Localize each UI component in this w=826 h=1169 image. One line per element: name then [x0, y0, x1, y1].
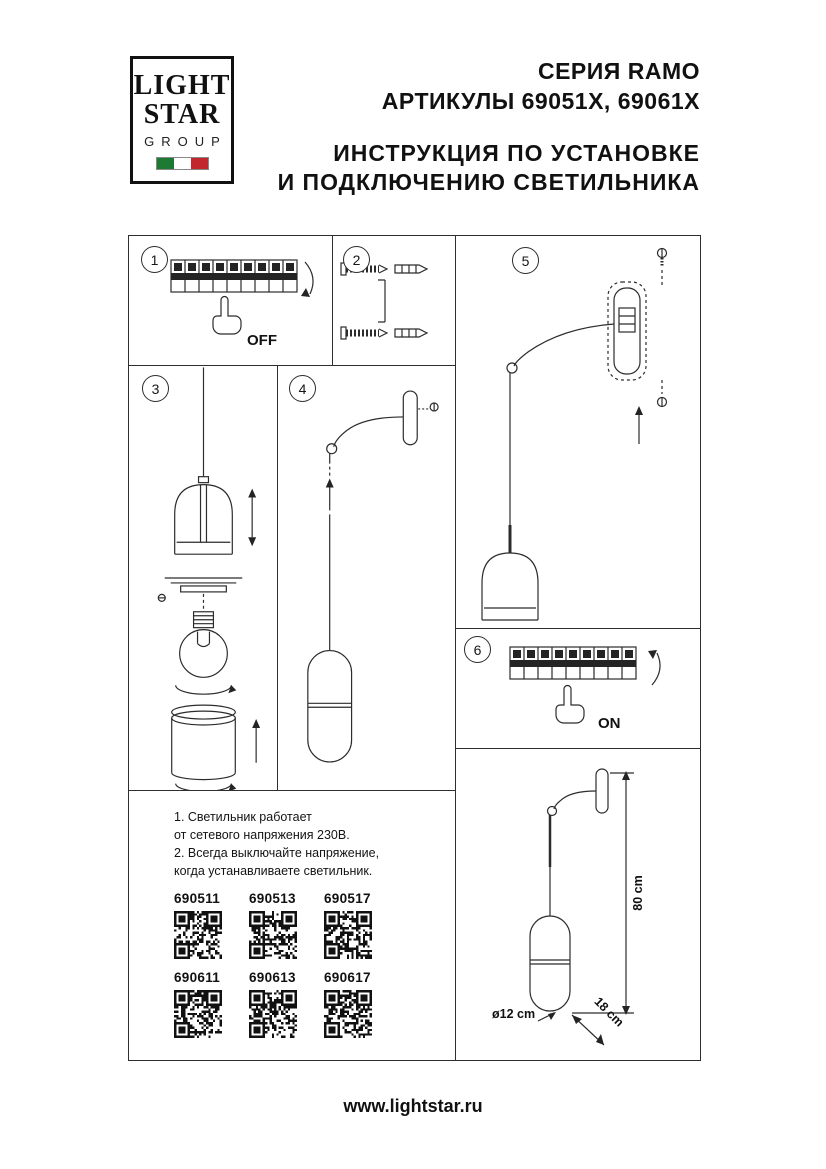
wall-mounting-illustration — [481, 247, 668, 621]
qr-code — [174, 911, 222, 959]
dimensions-panel: 80 cm 18 cm ø12 cm — [455, 748, 701, 1061]
note-line-2: от сетевого напряжения 230В. — [174, 828, 350, 842]
instruction-title-line1: ИНСТРУКЦИЯ ПО УСТАНОВКЕ — [333, 140, 700, 166]
note-line-4: когда устанавливаете светильник. — [174, 864, 373, 878]
article-row-2: 690611 690613 690617 — [174, 970, 455, 1038]
hand-icon — [555, 684, 585, 724]
logo-line-3: GROUP — [144, 133, 227, 149]
article-number: 690517 — [324, 891, 371, 906]
flip-up-arrow-icon — [648, 650, 661, 686]
articles-title: АРТИКУЛЫ 69051X, 69061X — [381, 88, 700, 114]
flag-white — [173, 157, 191, 169]
notes-panel: 1. Светильник работает от сетевого напря… — [128, 790, 456, 1061]
website-url: www.lightstar.ru — [343, 1096, 483, 1116]
step-1-number: 1 — [141, 246, 168, 273]
height-dimension-label: 80 cm — [631, 875, 645, 911]
lightstar-logo: LIGHT STAR GROUP — [130, 56, 234, 184]
step-4-number: 4 — [289, 375, 316, 402]
breaker-off-illustration — [170, 259, 314, 335]
qr-code — [174, 990, 222, 1038]
flag-red — [190, 157, 208, 169]
article-item: 690517 — [324, 891, 394, 959]
lamp-dimensions-illustration — [529, 768, 634, 1046]
article-item: 690617 — [324, 970, 394, 1038]
step-2-panel: 2 — [332, 235, 456, 366]
step-2-number: 2 — [343, 246, 370, 273]
step-5-number: 5 — [512, 247, 539, 274]
hand-icon — [212, 295, 242, 335]
step-3-number: 3 — [142, 375, 169, 402]
qr-code — [249, 911, 297, 959]
article-number: 690511 — [174, 891, 221, 906]
series-title: СЕРИЯ RAMO — [537, 58, 700, 84]
article-number: 690513 — [249, 891, 296, 906]
on-label: ON — [598, 715, 621, 732]
flip-down-arrow-icon — [301, 261, 314, 297]
flag-green — [156, 157, 174, 169]
article-number: 690617 — [324, 970, 371, 985]
article-item: 690511 — [174, 891, 244, 959]
shade-bulb-assembly-illustration — [157, 367, 261, 790]
diameter-dimension-label: ø12 cm — [492, 1007, 536, 1021]
article-number: 690611 — [174, 970, 221, 985]
qr-code — [249, 990, 297, 1038]
qr-code — [324, 990, 372, 1038]
qr-code — [324, 911, 372, 959]
instruction-title-line2: И ПОДКЛЮЧЕНИЮ СВЕТИЛЬНИКА — [277, 169, 700, 195]
step-6-number: 6 — [464, 636, 491, 663]
logo-line-1: LIGHT — [133, 69, 231, 101]
off-label: OFF — [247, 332, 277, 349]
article-item: 690513 — [249, 891, 319, 959]
logo-line-2: STAR — [143, 98, 221, 130]
step-3-panel: 3 — [128, 365, 278, 791]
italian-flag-icon — [155, 156, 209, 170]
step-1-panel: 1 OFF — [128, 235, 333, 366]
note-line-1: 1. Светильник работает — [174, 810, 312, 824]
breaker-on-illustration — [509, 646, 661, 724]
safety-notes: 1. Светильник работает от сетевого напря… — [174, 808, 455, 880]
pendant-hanging-illustration — [307, 390, 439, 763]
article-row-1: 690511 690513 690517 — [174, 891, 455, 959]
article-number: 690613 — [249, 970, 296, 985]
article-item: 690613 — [249, 970, 319, 1038]
step-6-panel: 6 ON — [455, 628, 701, 749]
step-4-panel: 4 — [277, 365, 456, 791]
article-item: 690611 — [174, 970, 244, 1038]
note-line-3: 2. Всегда выключайте напряжение, — [174, 846, 380, 860]
header-text: СЕРИЯ RAMO АРТИКУЛЫ 69051X, 69061X ИНСТР… — [278, 56, 700, 197]
step-5-panel: 5 — [455, 235, 701, 629]
